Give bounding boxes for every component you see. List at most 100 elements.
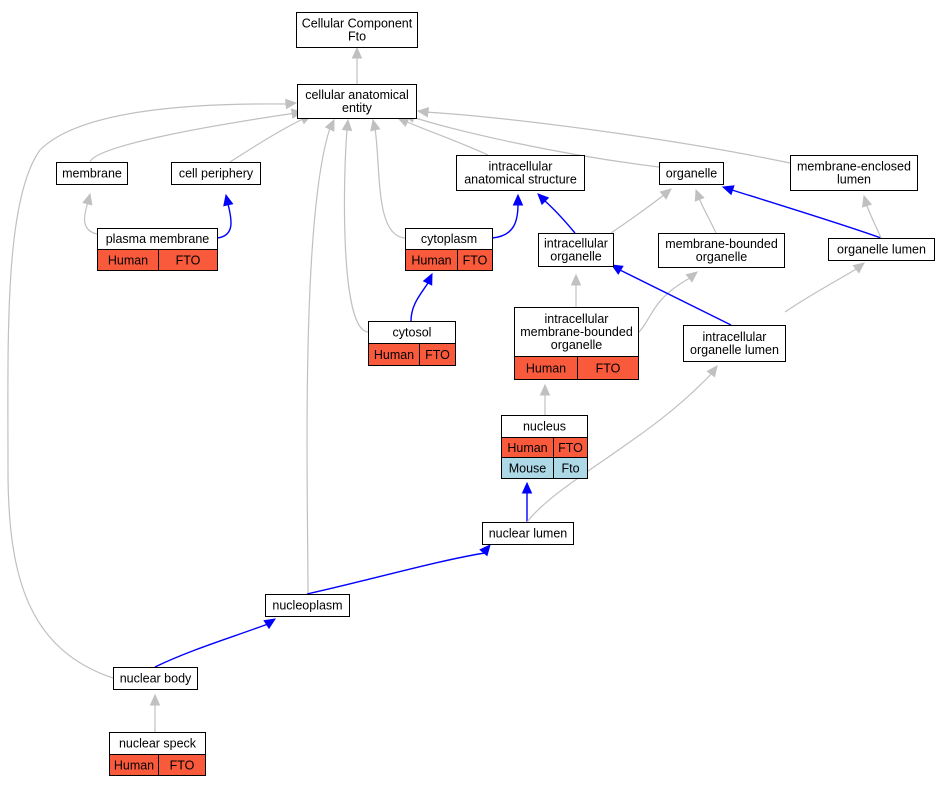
species-label: Human [114,759,154,773]
node-cell-periphery[interactable]: cell periphery [171,162,261,185]
edge-line [698,197,717,234]
part-of-edge-organelle-lumen-to-organelle [721,185,882,239]
gene-label: Fto [561,462,579,476]
node-box [659,162,724,185]
gene-label: FTO [176,254,201,268]
part-of-edge-iol-to-io [610,264,732,326]
node-nuclear-lumen[interactable]: nuclear lumen [482,522,574,545]
is-a-edge-imbo-to-mbo [637,271,698,334]
node-membrane[interactable]: membrane [56,162,128,185]
node-label: organelle lumen [837,243,926,257]
is-a-edge-imbo-to-io [570,273,582,307]
edge-line [410,282,429,322]
edge-line [89,112,297,163]
species-label: Mouse [509,462,547,476]
species-label: Human [374,348,414,362]
arrowhead [351,46,363,59]
is-a-edge-nucleoplasm-to-cae [306,118,335,595]
is-a-edge-plasma-membrane-to-membrane [82,192,98,235]
edge-line [619,269,732,326]
part-of-edge-io-to-ias [537,193,576,234]
edge-line [229,117,306,163]
node-box [56,162,128,185]
node-organelle[interactable]: organelle [659,162,724,185]
node-label: nuclear body [120,672,192,686]
arrowhead [223,193,234,207]
gene-cell [158,754,206,776]
node-label: cell periphery [179,167,254,181]
is-a-edge-cae-to-root [351,46,363,84]
edge-line [306,552,486,595]
edge-line [526,372,713,523]
edge-line [404,120,489,156]
arrowhead [324,118,335,132]
arrowhead [861,194,873,208]
node-box [538,233,614,267]
is-a-edge-io-to-organelle [610,188,672,234]
edge-line [343,129,369,333]
arrowhead [539,383,551,396]
edge-line [306,127,331,595]
is-a-edge-ias-to-cae [396,117,489,156]
arrowhead [263,618,277,630]
is-a-edge-mel-to-cae [416,107,791,164]
edge-line [84,201,98,235]
is-a-edge-nucleus-to-imbo [539,383,551,415]
edge-line [411,116,660,168]
node-label: cytosol [393,326,432,340]
node-label: organelle [551,338,602,352]
is-a-edge-organelle-lumen-to-mel [861,194,882,239]
gene-cell [457,249,493,271]
edge-line [216,203,232,239]
node-label: Cellular Component [302,17,413,31]
gene-cell [553,457,588,479]
arrowhead [570,273,582,286]
node-box [297,84,417,119]
arrowhead [149,693,161,706]
node-box [683,325,786,362]
arrowhead [341,118,353,131]
gene-label: FTO [596,362,621,376]
node-label: entity [342,101,373,115]
edge-line [637,277,691,334]
node-nuclear-body[interactable]: nuclear body [113,667,198,690]
arrowhead [521,481,533,494]
arrowhead [659,188,672,200]
node-label: membrane [62,167,122,181]
node-label: intracellular [489,160,553,174]
gene-label: FTO [558,441,583,455]
arrowhead [512,193,524,206]
node-organelle-lumen[interactable]: organelle lumen [828,238,935,261]
is-a-edge-cell-periphery-to-cae [229,114,313,163]
edge-line [544,200,576,234]
node-label: membrane-bounded [520,325,633,339]
node-label: lumen [837,173,871,187]
node-label: cellular anatomical [305,88,409,102]
gene-cell [419,343,456,366]
arrowhead [694,188,705,202]
node-label: anatomical structure [464,173,577,187]
is-a-edge-nuclear-lumen-to-iol [526,365,718,523]
node-nucleoplasm[interactable]: nucleoplasm [265,594,350,617]
gene-cell [577,356,639,380]
node-box [171,162,261,185]
node-imbo[interactable]: intracellularmembrane-boundedorganelleHu… [514,307,639,380]
edge-line [154,623,269,668]
edge-line [491,203,519,239]
arrowhead [852,262,865,274]
arrowhead [422,272,433,286]
